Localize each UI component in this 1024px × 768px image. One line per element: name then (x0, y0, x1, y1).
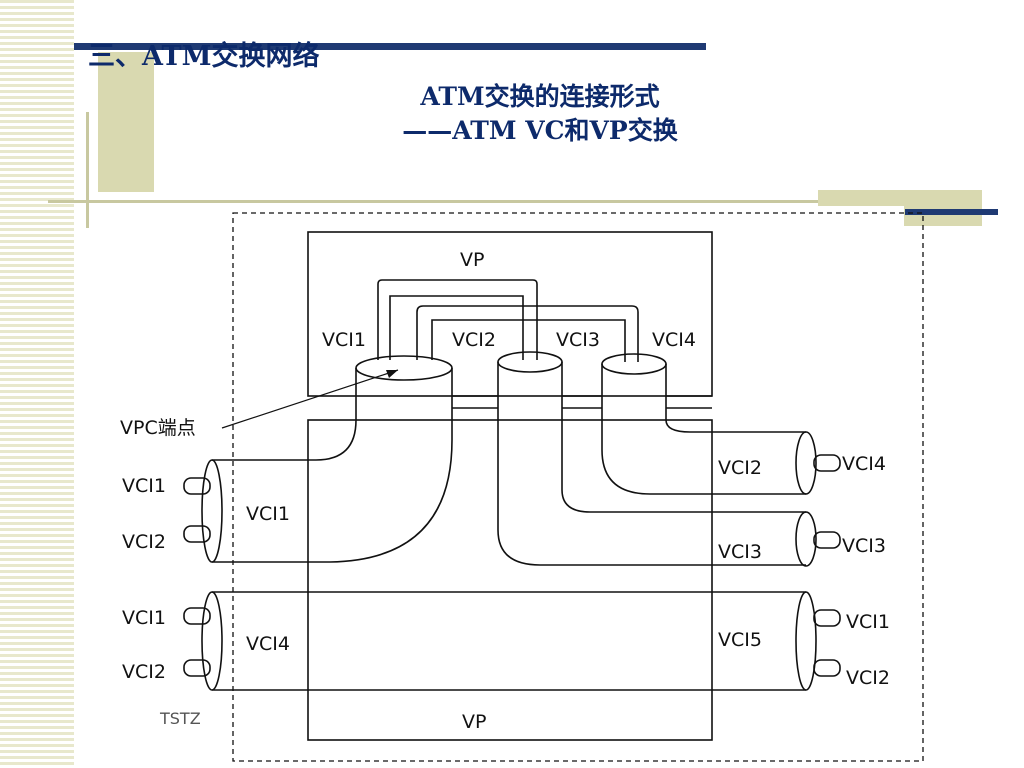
right-vpc-upper-end (795, 431, 817, 495)
left-stripe-pattern (0, 0, 74, 768)
stub-right-vci1 (813, 609, 841, 627)
vpc-endpoint-label: VPC端点 (120, 417, 196, 439)
left-vcc-in-vci1-a: VCI1 (122, 475, 166, 497)
vc-loop-inner (416, 305, 639, 362)
title-line-1: ATM交换的连接形式 (420, 82, 660, 111)
vp-bottom-label: VP (462, 711, 486, 733)
right-vpc-vci5-label: VCI5 (718, 629, 762, 651)
right-vpc-vci2-label: VCI2 (718, 457, 762, 479)
vci2-tube-top (497, 351, 563, 373)
stub-right-vci2 (813, 659, 841, 677)
title-line-2: ——ATM VC和VP交换 (402, 116, 678, 145)
stub-left-vci2-a (183, 525, 211, 543)
top-vci3-label: VCI3 (556, 329, 600, 351)
stub-right-vci4 (813, 454, 841, 472)
partial-caption: TSTZ (159, 709, 201, 728)
slide-title: ATM交换的连接形式 ——ATM VC和VP交换 (360, 80, 720, 148)
right-vpc-middle-end (795, 511, 817, 567)
switch-boundary (232, 212, 924, 762)
title-underline (74, 43, 706, 50)
vci3-tube-left (601, 364, 806, 495)
right-vpc-lower-end (795, 591, 817, 691)
left-vpc-upper-end (201, 459, 223, 563)
stub-right-vci3 (813, 531, 841, 549)
vpc-endpoint-arrow (221, 369, 399, 429)
vp-top-box (307, 231, 713, 397)
vpc-endpoint-tube (212, 368, 357, 461)
vc-loop-inner-inner (431, 319, 626, 362)
left-vcc-in-vci2-a: VCI2 (122, 531, 166, 553)
right-accent-block (818, 190, 982, 206)
top-vci2-label: VCI2 (452, 329, 496, 351)
section-title: 三、ATM交换网络 (88, 41, 320, 72)
horizontal-divider (48, 200, 982, 203)
stub-left-vci1-b (183, 607, 211, 625)
top-vci4-label: VCI4 (652, 329, 696, 351)
vpc-endpoint-ellipse (355, 355, 453, 381)
left-vpc-vci1-label: VCI1 (246, 503, 290, 525)
vci3-tube-top (601, 353, 667, 375)
left-vertical-rule (86, 112, 89, 228)
vp-top-label: VP (460, 249, 484, 271)
left-vcc-in-vci1-b: VCI1 (122, 607, 166, 629)
right-vpc-vci3-label: VCI3 (718, 541, 762, 563)
right-vcc-out-vci2: VCI2 (846, 667, 890, 689)
title-accent-block (98, 52, 154, 192)
vpc-endpoint-tube-right (212, 368, 453, 563)
vci3-tube-right (665, 364, 806, 433)
right-vcc-out-vci3: VCI3 (842, 535, 886, 557)
right-accent-line (905, 209, 998, 215)
stub-left-vci1-a (183, 477, 211, 495)
vci2-tube-left (497, 362, 806, 566)
vp-bottom-box (307, 419, 713, 741)
vci2-tube-right (561, 362, 806, 513)
left-vpc-vci4-label: VCI4 (246, 633, 290, 655)
vc-loop-outer (377, 279, 538, 360)
stub-left-vci2-b (183, 659, 211, 677)
vc-loop-outer-inner (389, 295, 524, 360)
left-vcc-in-vci2-b: VCI2 (122, 661, 166, 683)
top-vci1-label: VCI1 (322, 329, 366, 351)
right-vcc-out-vci1: VCI1 (846, 611, 890, 633)
right-vcc-out-vci4: VCI4 (842, 453, 886, 475)
